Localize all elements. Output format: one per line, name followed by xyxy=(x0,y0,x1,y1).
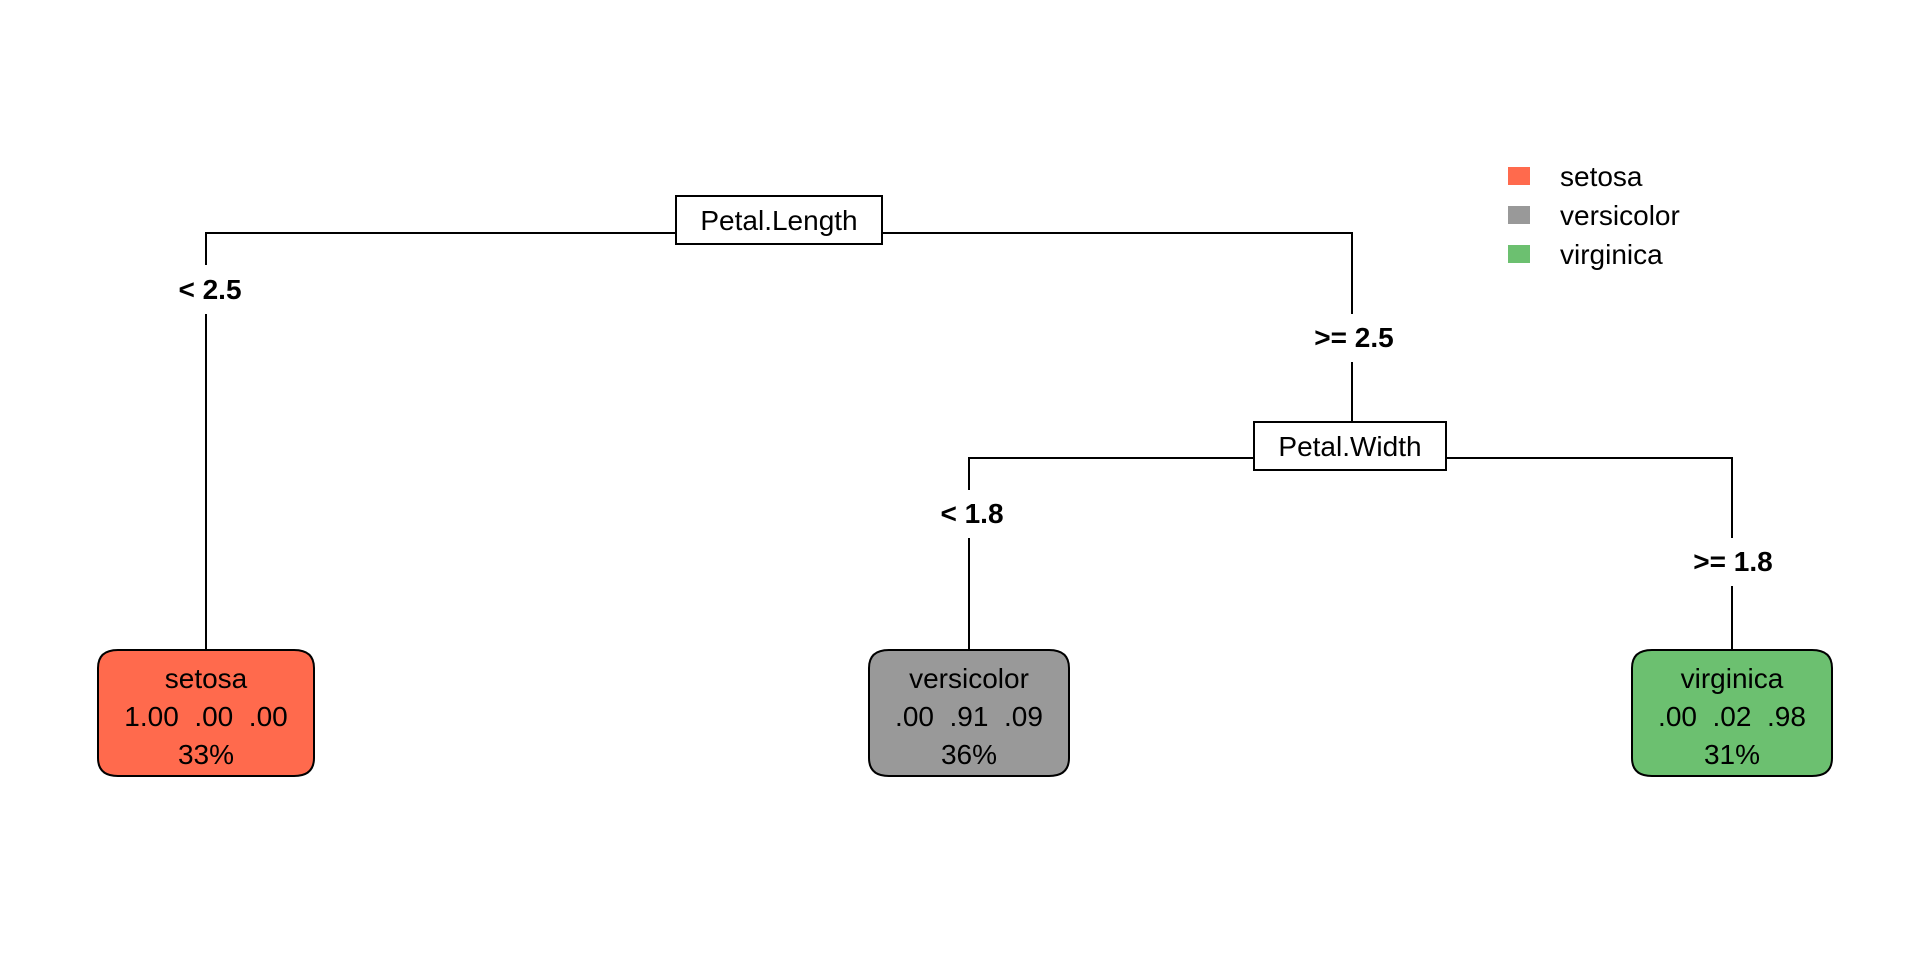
rule-second-right: >= 1.8 xyxy=(1693,546,1772,577)
legend-swatch-virginica xyxy=(1508,245,1530,263)
split-node-root: Petal.Length xyxy=(675,195,883,245)
leaf-pct-versicolor: 36% xyxy=(941,739,997,770)
legend-swatch-versicolor xyxy=(1508,206,1530,224)
second-right-edge xyxy=(1446,457,1733,538)
split-label-root: Petal.Length xyxy=(700,205,857,236)
leaf-node-setosa: setosa 1.00 .00 .00 33% xyxy=(97,649,315,777)
legend-label-setosa: setosa xyxy=(1560,161,1643,192)
leaf-pct-setosa: 33% xyxy=(178,739,234,770)
legend-label-virginica: virginica xyxy=(1560,239,1663,270)
rule-second-left: < 1.8 xyxy=(940,498,1003,529)
root-right-edge xyxy=(882,232,1353,314)
split-label-second: Petal.Width xyxy=(1278,431,1421,462)
rule-root-right: >= 2.5 xyxy=(1314,322,1393,353)
legend-label-versicolor: versicolor xyxy=(1560,200,1680,231)
leaf-node-virginica: virginica .00 .02 .98 31% xyxy=(1631,649,1833,777)
leaf-probs-versicolor: .00 .91 .09 xyxy=(895,701,1043,732)
leaf-node-versicolor: versicolor .00 .91 .09 36% xyxy=(868,649,1070,777)
rule-root-left: < 2.5 xyxy=(178,274,241,305)
second-left-edge xyxy=(968,457,1254,490)
leaf-probs-setosa: 1.00 .00 .00 xyxy=(124,701,287,732)
leaf-probs-virginica: .00 .02 .98 xyxy=(1658,701,1806,732)
leaf-class-setosa: setosa xyxy=(165,663,248,694)
legend-swatch-setosa xyxy=(1508,167,1530,185)
tree-edges xyxy=(205,232,1733,650)
leaf-class-virginica: virginica xyxy=(1681,663,1784,694)
legend: setosa versicolor virginica xyxy=(1508,161,1680,270)
split-node-second: Petal.Width xyxy=(1253,421,1447,471)
root-left-edge xyxy=(205,232,676,265)
leaf-class-versicolor: versicolor xyxy=(909,663,1029,694)
leaf-pct-virginica: 31% xyxy=(1704,739,1760,770)
